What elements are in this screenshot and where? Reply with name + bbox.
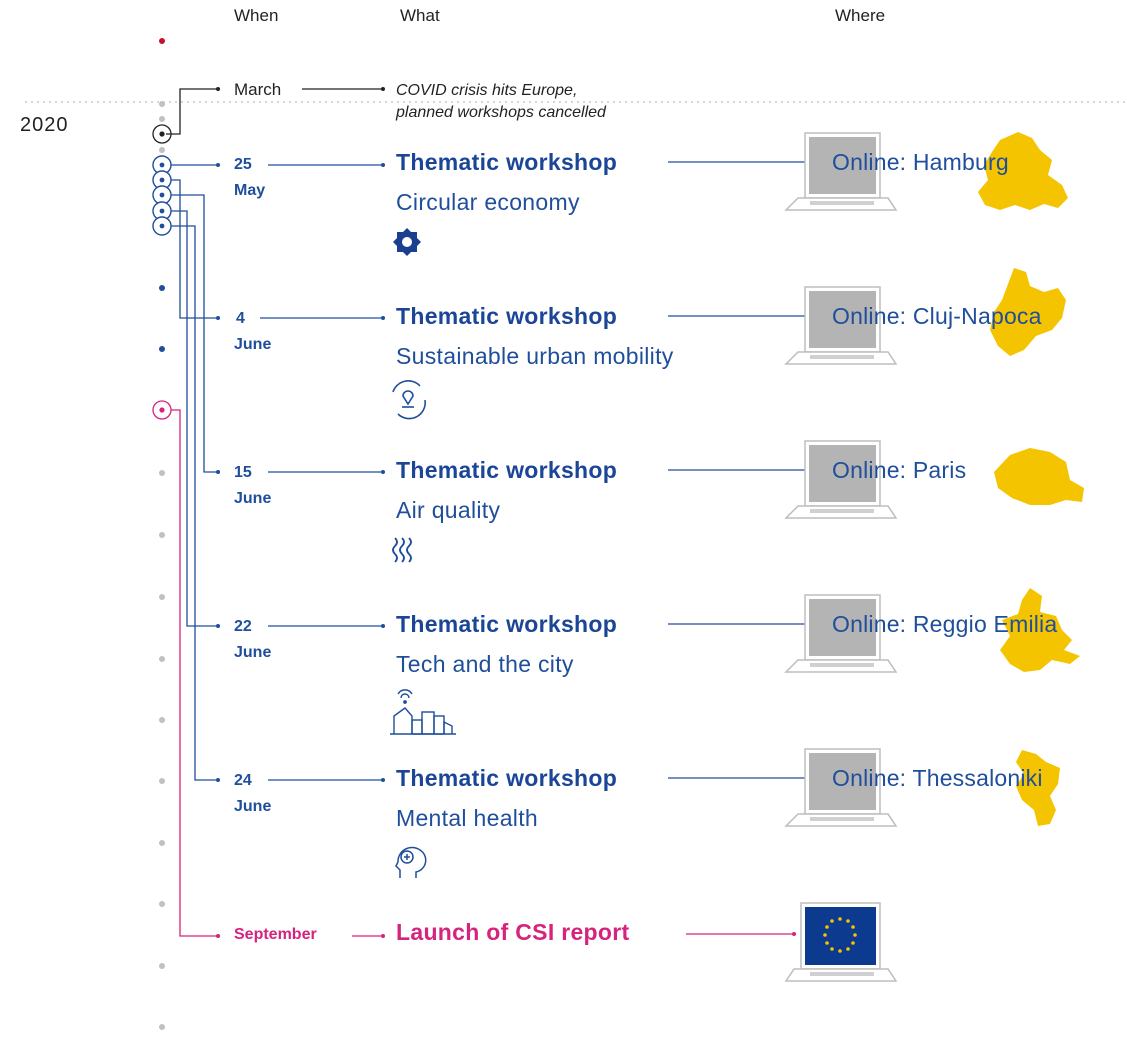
workshop-day: 24 — [234, 772, 252, 789]
header-when: When — [234, 6, 279, 25]
workshop-title: Thematic workshop — [396, 149, 618, 175]
laptop-icon — [784, 440, 898, 519]
covid-note-line1: COVID crisis hits Europe, — [396, 82, 578, 99]
workshop-topic: Circular economy — [396, 189, 580, 215]
launch-title: Launch of CSI report — [396, 919, 630, 945]
workshop-day: 15 — [234, 464, 252, 481]
laptop-icon — [784, 594, 898, 673]
workshop-title: Thematic workshop — [396, 611, 618, 637]
workshop-day: 4 — [236, 310, 245, 327]
laptop-icon — [784, 286, 898, 365]
workshop-month: May — [234, 182, 266, 199]
workshop-location: Online: Cluj-Napoca — [832, 303, 1042, 329]
mental-health-icon — [395, 846, 427, 878]
workshop-topic: Tech and the city — [396, 651, 574, 677]
workshop-day: 22 — [234, 618, 252, 635]
workshop-month: June — [234, 644, 272, 661]
workshop-topic: Sustainable urban mobility — [396, 343, 674, 369]
header-what: What — [400, 6, 440, 25]
september-connector — [152, 400, 794, 937]
covid-note: COVID crisis hits Europe, planned worksh… — [396, 80, 606, 124]
laptop-icon — [784, 132, 898, 211]
covid-note-line2: planned workshops cancelled — [396, 104, 606, 121]
workshop-month: June — [234, 798, 272, 815]
header-where: Where — [835, 6, 886, 25]
workshop-month: June — [234, 336, 272, 353]
march-connector — [152, 88, 383, 144]
workshop-location: Online: Paris — [832, 457, 967, 483]
workshop-day: 25 — [234, 156, 252, 173]
workshop-location: Online: Thessaloniki — [832, 765, 1043, 791]
thessaloniki-map — [1016, 750, 1060, 826]
workshop-topic: Mental health — [396, 805, 538, 831]
workshop-title: Thematic workshop — [396, 303, 618, 329]
laptop-icon — [784, 902, 898, 982]
paris-map — [994, 448, 1084, 505]
smart-city-icon — [390, 689, 456, 735]
workshop-title: Thematic workshop — [396, 457, 618, 483]
cluj-napoca-map — [990, 268, 1066, 356]
september-label: September — [234, 926, 317, 943]
workshop-title: Thematic workshop — [396, 765, 618, 791]
hamburg-map — [978, 132, 1068, 210]
reggio-emilia-map — [1000, 588, 1080, 672]
workshop-location: Online: Hamburg — [832, 149, 1009, 175]
eu-flag-icon — [823, 917, 857, 953]
workshop-location: Online: Reggio Emilia — [832, 611, 1058, 637]
timeline-axis — [159, 38, 165, 1030]
air-quality-icon — [392, 537, 412, 563]
year-label: 2020 — [20, 114, 69, 136]
workshop-connectors — [171, 161, 818, 781]
march-label: March — [234, 80, 282, 99]
circular-economy-icon — [393, 228, 421, 256]
mobility-icon — [392, 380, 427, 420]
laptop-icon — [784, 748, 898, 827]
workshop-topic: Air quality — [396, 497, 501, 523]
workshop-month: June — [234, 490, 272, 507]
